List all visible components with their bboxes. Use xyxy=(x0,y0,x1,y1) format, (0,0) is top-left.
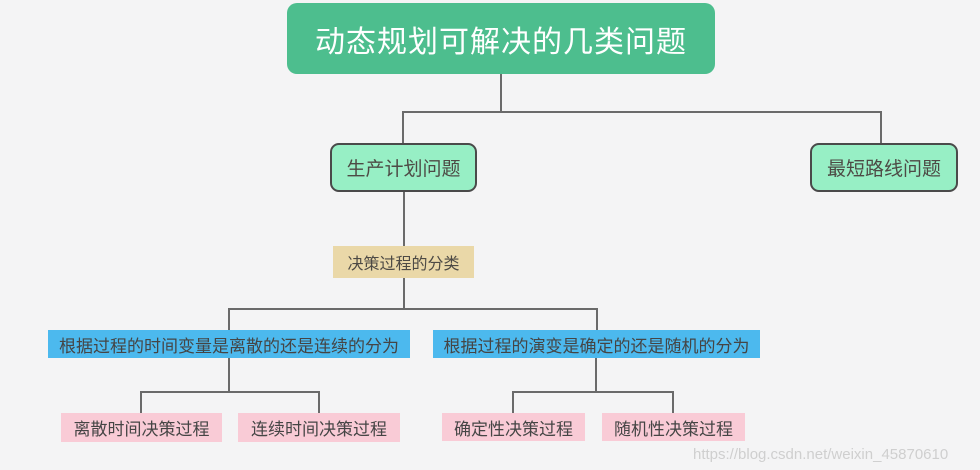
node-criterion-time-variable: 根据过程的时间变量是离散的还是连续的分为 xyxy=(48,330,410,358)
connector-criterion-evolution-drop xyxy=(595,358,597,393)
connector-criteria-rail xyxy=(228,308,598,310)
node-continuous-time-decision-process: 连续时间决策过程 xyxy=(238,413,400,442)
connector-evolution-leaves-rail xyxy=(512,391,674,393)
root-node-dynamic-programming-title: 动态规划可解决的几类问题 xyxy=(287,3,715,74)
connector-to-criterion-evolution xyxy=(596,308,598,330)
connector-root-drop xyxy=(500,74,502,113)
connector-classification-drop xyxy=(403,278,405,310)
csdn-watermark: https://blog.csdn.net/weixin_45870610 xyxy=(693,446,949,463)
connector-to-criterion-time xyxy=(228,308,230,330)
connector-criterion-time-drop xyxy=(228,358,230,393)
node-production-planning: 生产计划问题 xyxy=(330,143,477,192)
node-deterministic-decision-process: 确定性决策过程 xyxy=(442,413,585,441)
connector-to-production xyxy=(402,111,404,144)
node-shortest-path: 最短路线问题 xyxy=(810,143,958,192)
connector-time-leaves-rail xyxy=(140,391,320,393)
connector-to-stochastic xyxy=(672,391,674,413)
connector-to-shortest-path xyxy=(880,111,882,144)
node-discrete-time-decision-process: 离散时间决策过程 xyxy=(61,413,222,442)
connector-level1-rail xyxy=(402,111,882,113)
connector-to-deterministic xyxy=(512,391,514,413)
node-decision-process-classification: 决策过程的分类 xyxy=(333,246,474,278)
node-stochastic-decision-process: 随机性决策过程 xyxy=(602,413,745,441)
connector-to-discrete xyxy=(140,391,142,413)
connector-to-continuous xyxy=(318,391,320,413)
node-criterion-evolution: 根据过程的演变是确定的还是随机的分为 xyxy=(433,330,760,358)
connector-production-drop xyxy=(403,192,405,246)
